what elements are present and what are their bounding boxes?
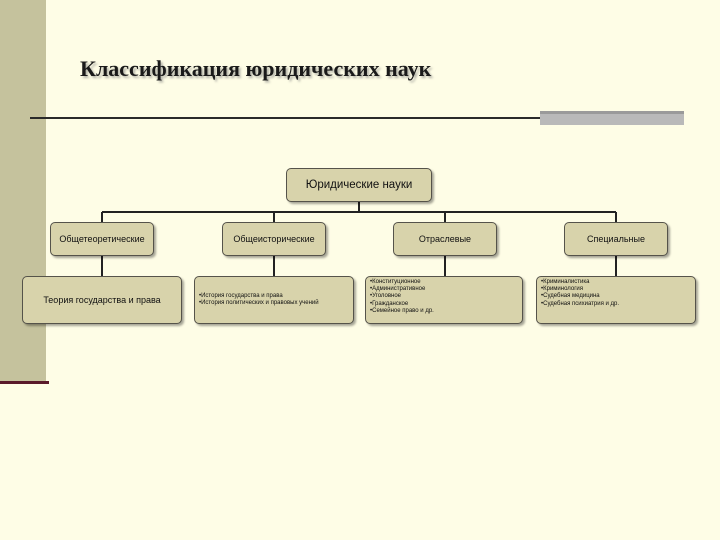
detail-list: Криминалистика Криминология Судебная мед… [541,279,619,308]
detail-item: Административное [370,286,434,293]
detail-item: Гражданское [370,301,434,308]
title-divider-bar-edge [540,111,684,114]
root-node: Юридические науки [286,168,432,202]
detail-item: Уголовное [370,293,434,300]
title-divider-line [30,117,540,119]
detail-list: История государства и права История поли… [199,293,319,307]
detail-general-theoretical: Теория государства и права [22,276,182,324]
category-general-historical: Общеисторические [222,222,326,256]
detail-item: Конституционное [370,279,434,286]
detail-general-historical: История государства и права История поли… [194,276,354,324]
detail-branch: Конституционное Административное Уголовн… [365,276,523,324]
category-general-theoretical: Общетеоретические [50,222,154,256]
detail-item: Семейное право и др. [370,308,434,315]
left-decor-accent-line [0,381,49,384]
detail-item: Криминология [541,286,619,293]
detail-special: Криминалистика Криминология Судебная мед… [536,276,696,324]
title-divider-bar [540,111,684,125]
category-special: Специальные [564,222,668,256]
detail-item: История политических и правовых учений [199,300,319,307]
detail-item: История государства и права [199,293,319,300]
category-branch: Отраслевые [393,222,497,256]
detail-list: Конституционное Административное Уголовн… [370,279,434,315]
detail-item: Криминалистика [541,279,619,286]
detail-item: Судебная медицина [541,293,619,300]
detail-item: Судебная психиатрия и др. [541,301,619,308]
slide-title: Классификация юридических наук [80,56,432,81]
